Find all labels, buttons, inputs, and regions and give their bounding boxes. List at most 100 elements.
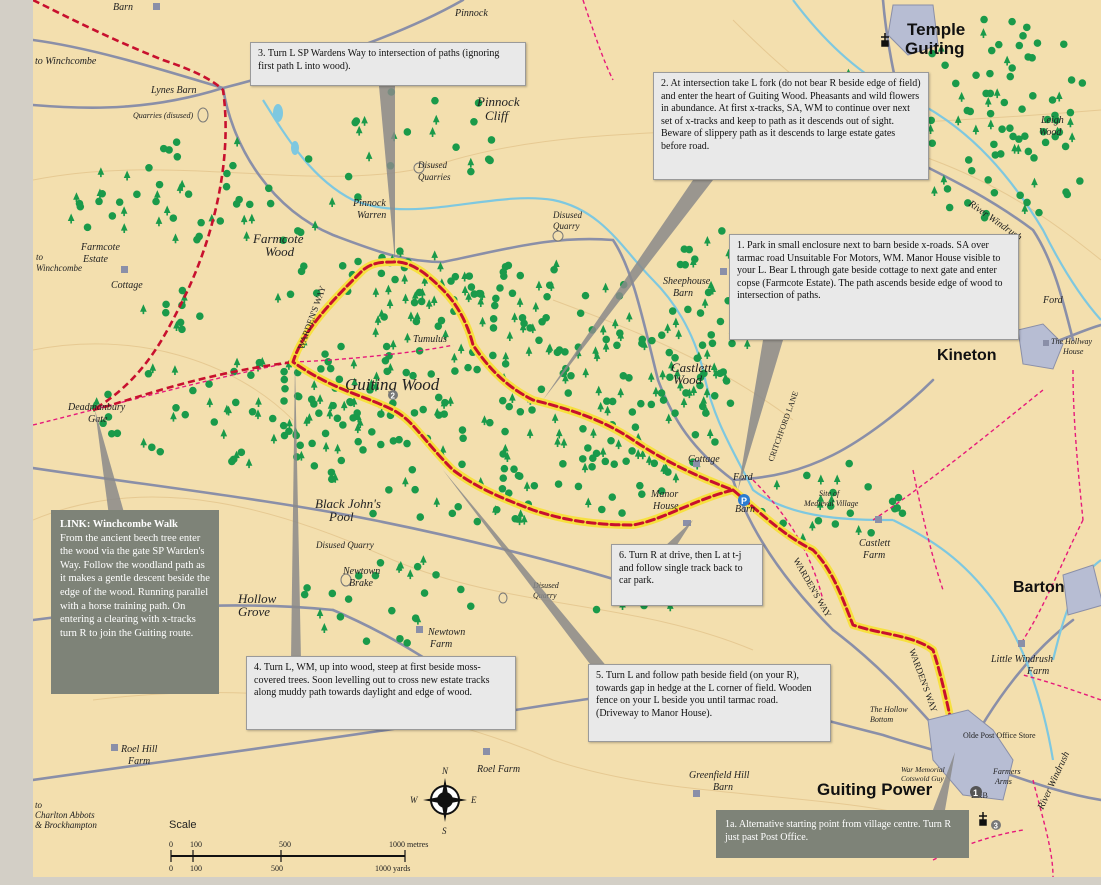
- tree-icon: [479, 316, 486, 327]
- tree-icon: [454, 502, 462, 511]
- tree-icon: [228, 457, 236, 466]
- tree-icon: [161, 308, 170, 317]
- tree-icon: [206, 397, 214, 408]
- tree-icon: [245, 458, 253, 469]
- tree-icon: [247, 371, 255, 379]
- tree-icon: [526, 428, 534, 439]
- tree-icon: [264, 184, 273, 193]
- tree-icon: [814, 516, 823, 525]
- parking-label: P: [741, 496, 747, 506]
- scale-y-500: 500: [271, 864, 283, 873]
- tree-icon: [986, 89, 995, 98]
- tree-icon: [831, 520, 840, 528]
- tree-icon: [382, 342, 391, 351]
- tree-icon: [351, 118, 359, 127]
- tree-icon: [300, 590, 309, 599]
- callout-step-6: 6. Turn R at drive, then L at t-j and fo…: [611, 544, 763, 606]
- tree-icon: [156, 447, 165, 456]
- tree-icon: [326, 364, 335, 373]
- tree-icon: [196, 312, 204, 320]
- tree-icon: [555, 428, 563, 439]
- tree-icon: [704, 288, 713, 297]
- label-black-johns-1: Black John's: [315, 496, 381, 511]
- tree-icon: [638, 335, 647, 344]
- tree-icon: [337, 456, 346, 465]
- label-hollow-grove-2: Grove: [238, 604, 270, 619]
- label-roel-hill-2: Farm: [127, 756, 150, 767]
- tree-icon: [280, 375, 289, 384]
- scale-m-500: 500: [279, 840, 291, 849]
- tree-icon: [123, 170, 131, 181]
- tree-icon: [659, 369, 666, 380]
- tree-icon: [554, 437, 561, 448]
- tree-icon: [1018, 105, 1026, 113]
- tree-icon: [941, 61, 949, 70]
- tree-icon: [434, 393, 443, 402]
- tree-icon: [326, 408, 334, 419]
- tree-icon: [597, 401, 604, 412]
- tree-icon: [502, 351, 510, 362]
- tree-icon: [172, 138, 181, 146]
- tree-icon: [365, 151, 373, 162]
- label-barn-top: Barn: [113, 2, 133, 13]
- tree-icon: [406, 569, 414, 580]
- label-manor-2: House: [652, 501, 679, 512]
- tree-icon: [846, 509, 855, 517]
- map-labels: Barn Pinnock to Winchcombe Lynes Barn Qu…: [35, 2, 1093, 830]
- tree-icon: [1031, 177, 1038, 188]
- tree-icon: [473, 365, 481, 374]
- callout-step-3: 3. Turn L SP Wardens Way to intersection…: [250, 42, 526, 86]
- tree-icon: [864, 483, 872, 491]
- tree-icon: [963, 106, 972, 115]
- tree-icon: [588, 463, 596, 471]
- label-to-winchcombe-left-1: to: [36, 252, 44, 262]
- label-medieval-1: Site of: [819, 489, 841, 498]
- label-deadmanbury-2: Gate: [88, 414, 108, 425]
- tree-icon: [622, 457, 630, 466]
- tree-icon: [420, 589, 429, 597]
- label-lynes-barn: Lynes Barn: [150, 85, 197, 96]
- tree-icon: [498, 396, 507, 405]
- tree-icon: [432, 114, 440, 125]
- tree-icon: [140, 437, 147, 448]
- label-quarries-disused: Quarries (disused): [133, 111, 194, 120]
- tree-icon: [120, 223, 128, 234]
- label-hollow-bottom-1: The Hollow: [870, 705, 908, 714]
- label-to-charlton-2: Charlton Abbots: [35, 810, 95, 820]
- label-castlett-wood-1: Castlett: [671, 360, 712, 375]
- compass-e: E: [470, 795, 477, 805]
- tree-icon: [296, 441, 304, 450]
- tree-icon: [401, 274, 409, 285]
- tree-icon: [967, 166, 976, 175]
- tree-icon: [159, 144, 168, 153]
- tree-icon: [461, 285, 469, 296]
- tree-icon: [410, 409, 419, 417]
- tree-icon: [120, 206, 128, 217]
- tree-icon: [696, 309, 705, 317]
- tree-icon: [362, 637, 371, 645]
- terrain-shading: [33, 19, 1101, 821]
- tree-icon: [385, 284, 392, 295]
- tree-icon: [980, 28, 987, 39]
- label-little-windrush-2: Farm: [1026, 666, 1049, 677]
- tree-icon: [833, 474, 841, 485]
- tree-icon: [133, 190, 141, 199]
- tree-icon: [608, 493, 617, 501]
- tree-icon: [486, 156, 494, 165]
- label-tumulus: Tumulus: [413, 334, 447, 345]
- tree-icon: [665, 348, 674, 357]
- tree-icon: [466, 602, 475, 611]
- label-temple-guiting-1: Temple: [907, 20, 965, 39]
- tree-icon: [280, 397, 288, 405]
- tree-icon: [490, 301, 499, 310]
- label-roel-farm: Roel Farm: [476, 764, 520, 775]
- tree-icon: [344, 172, 353, 181]
- tree-icon: [245, 200, 254, 209]
- tree-icon: [489, 315, 498, 323]
- tree-icon: [500, 464, 509, 473]
- tree-icon: [561, 348, 569, 356]
- tree-icon: [458, 460, 466, 469]
- tree-icon: [328, 197, 336, 208]
- tree-icon: [659, 396, 668, 404]
- church-icon-guiting-power: [979, 812, 987, 826]
